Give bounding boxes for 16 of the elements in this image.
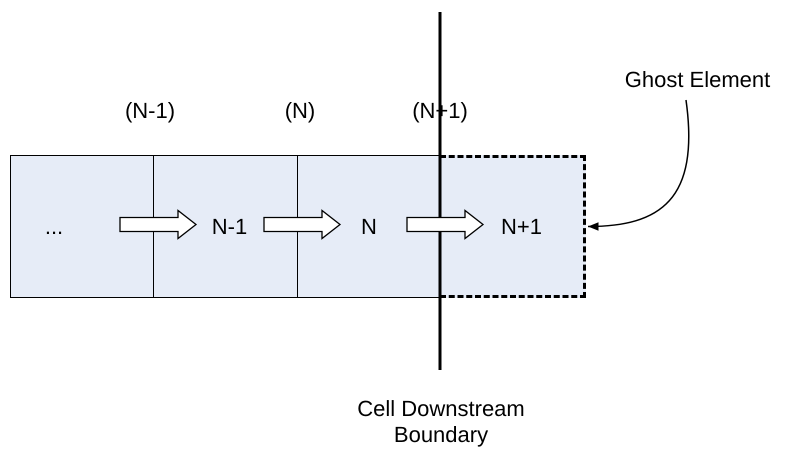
boundary-label: Cell Downstream Boundary xyxy=(356,396,526,448)
callout-text: Ghost Element xyxy=(600,64,795,96)
cell-index-label: (N) xyxy=(284,98,316,124)
cell-label: ... xyxy=(44,214,64,240)
cell-index-label: (N-1) xyxy=(124,98,176,124)
leader-arrow xyxy=(588,100,690,230)
cell-label: N xyxy=(361,214,377,240)
block-arrow xyxy=(263,209,342,240)
block-arrow xyxy=(119,209,198,240)
block-arrow xyxy=(406,209,484,240)
cell-box xyxy=(153,155,298,298)
cell-box xyxy=(297,155,441,298)
cell-box xyxy=(10,155,154,298)
cell-label: N+1 xyxy=(501,214,542,240)
cell-label: N-1 xyxy=(212,214,248,240)
ghost-cell xyxy=(440,155,586,298)
